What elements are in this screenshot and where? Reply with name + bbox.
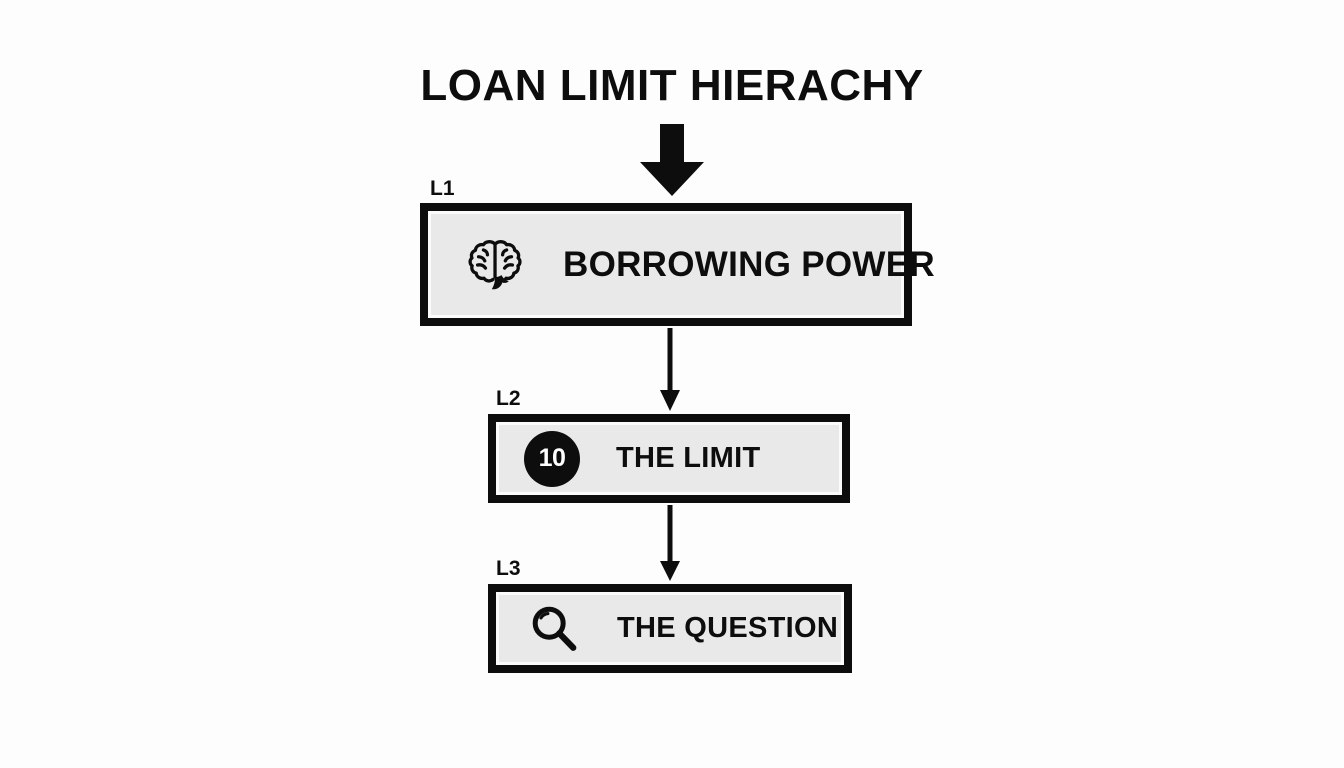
level-tag-l2: L2 bbox=[496, 387, 521, 410]
badge-value: 10 bbox=[524, 430, 580, 487]
level-label-l2: THE LIMIT bbox=[616, 442, 761, 474]
level-box-l2[interactable]: 10 THE LIMIT bbox=[488, 414, 850, 503]
level-box-l3[interactable]: THE QUESTION bbox=[488, 584, 852, 673]
page-title: LOAN LIMIT HIERACHY bbox=[420, 61, 924, 110]
level-box-l1[interactable]: BORROWING POWER bbox=[420, 203, 935, 326]
magnifier-icon bbox=[527, 602, 581, 656]
arrow-l2-to-l3-icon bbox=[660, 505, 680, 581]
brain-icon bbox=[465, 234, 527, 296]
level-tag-l3: L3 bbox=[496, 557, 521, 580]
level-label-l3: THE QUESTION bbox=[617, 612, 839, 644]
level-tag-l1: L1 bbox=[430, 177, 455, 200]
level-label-l1: BORROWING POWER bbox=[563, 245, 935, 284]
arrow-l1-to-l2-icon bbox=[660, 328, 680, 411]
number-badge-icon: 10 bbox=[524, 430, 580, 487]
level-box-l1-inner: BORROWING POWER bbox=[428, 211, 935, 318]
arrow-title-to-l1-icon bbox=[640, 124, 704, 196]
level-box-l3-inner: THE QUESTION bbox=[496, 592, 844, 665]
level-box-l2-inner: 10 THE LIMIT bbox=[496, 422, 842, 495]
